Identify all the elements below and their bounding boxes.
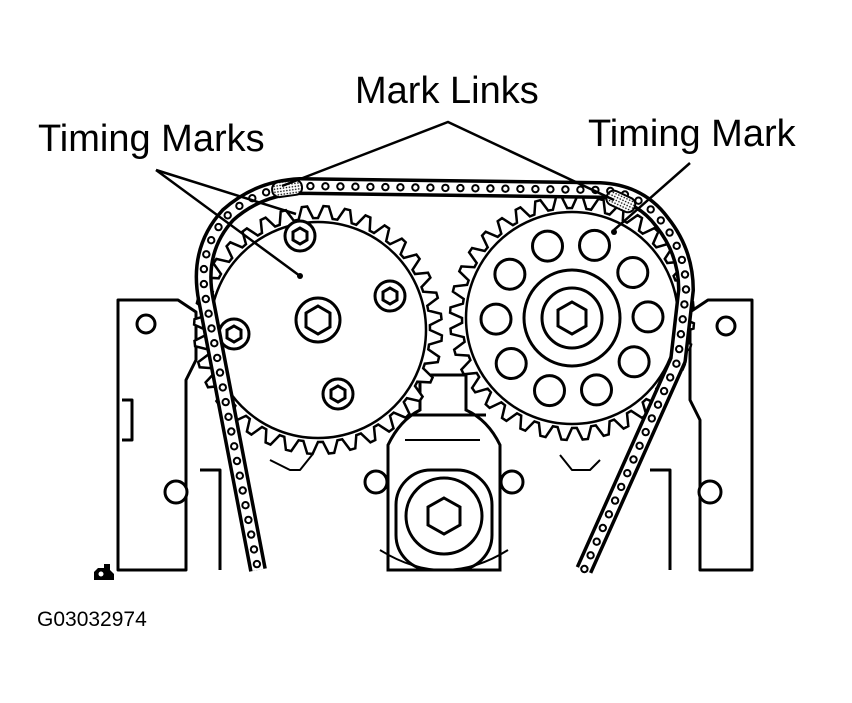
left-camshaft-sprocket — [192, 204, 444, 456]
timing-mark-label: Timing Mark — [588, 113, 796, 155]
cylinder-head — [116, 298, 754, 572]
leader-lines — [155, 120, 691, 278]
engine-view-icon — [94, 564, 114, 580]
timing-marks-label: Timing Marks — [38, 118, 265, 160]
mark-links-label: Mark Links — [355, 70, 539, 112]
figure-id: G03032974 — [37, 608, 147, 631]
timing-chain — [194, 177, 695, 574]
right-camshaft-sprocket — [448, 194, 696, 442]
